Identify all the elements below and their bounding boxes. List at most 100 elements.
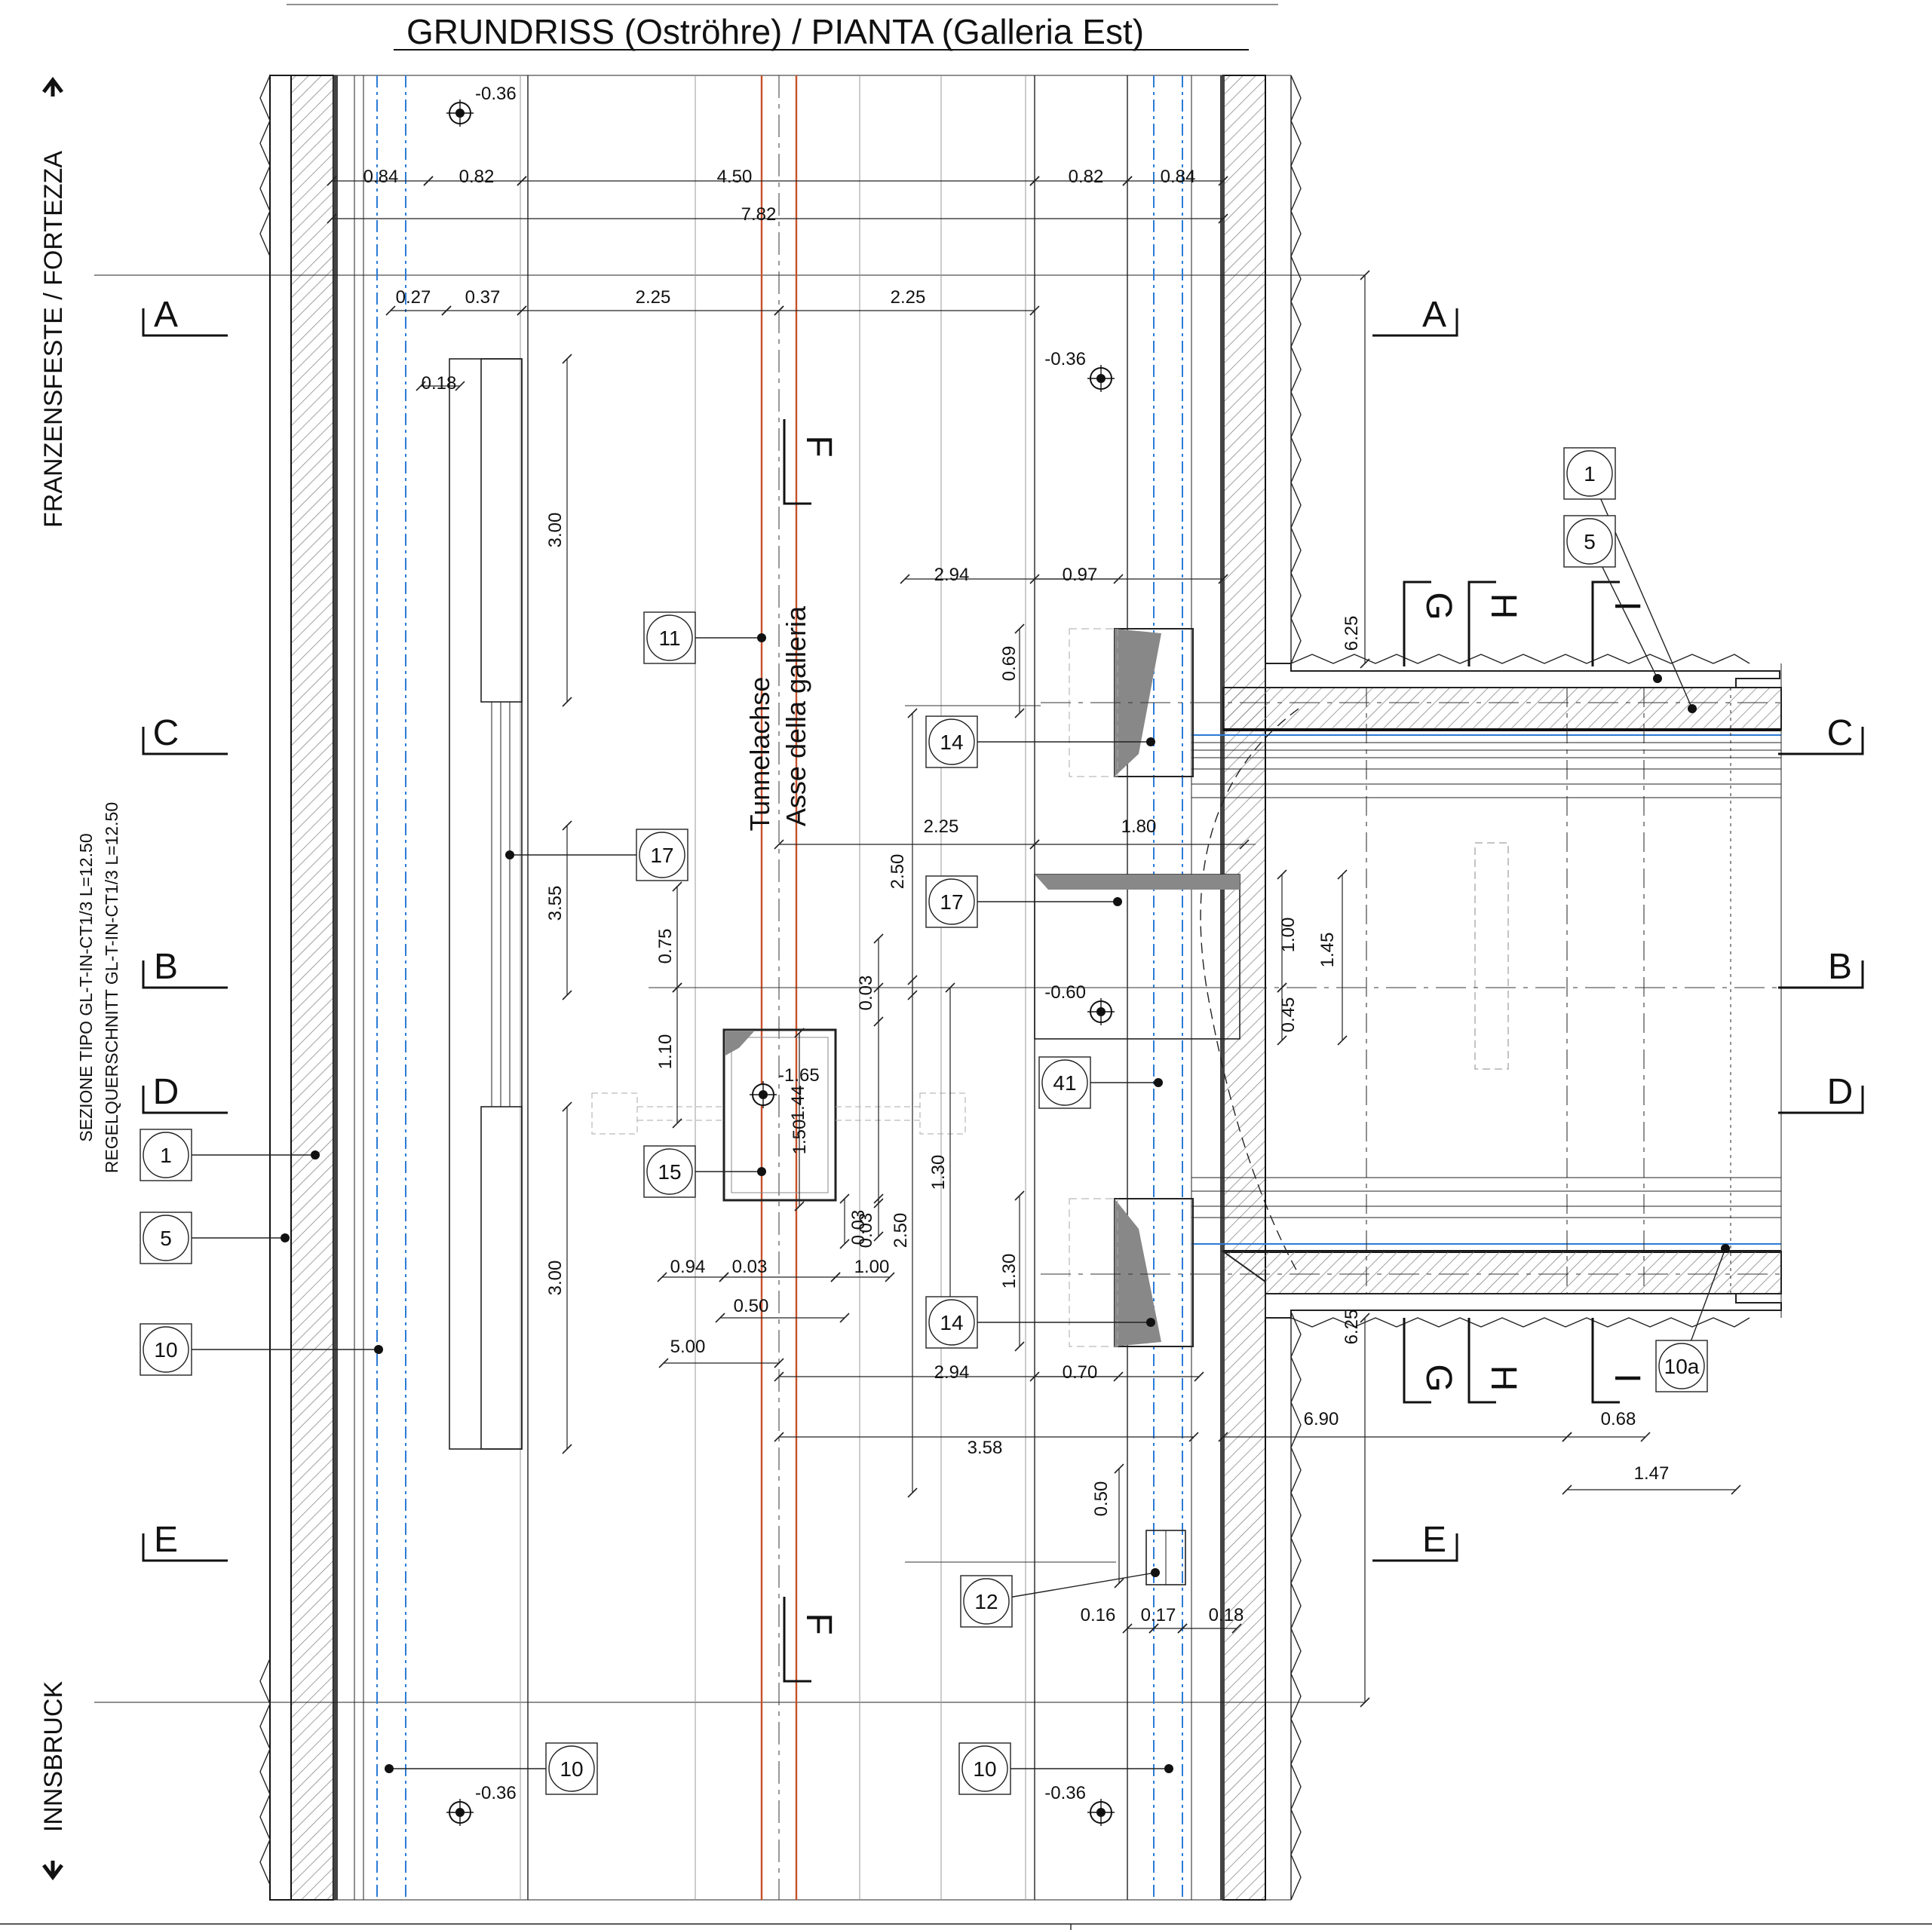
dimension-label: 0.50 bbox=[1091, 1481, 1112, 1517]
item-tag-17: 17 bbox=[505, 829, 688, 881]
item-tag-14: 14 bbox=[925, 715, 1155, 768]
cut-label: C bbox=[153, 713, 179, 753]
dimension-label: 6.90 bbox=[1304, 1409, 1339, 1429]
dimension-label: 0.18 bbox=[1209, 1605, 1244, 1625]
section-cut-A: A bbox=[1372, 295, 1458, 337]
dimension-2: 4.50 bbox=[517, 167, 1040, 187]
dimension-8: 2.25 bbox=[517, 287, 784, 316]
dimension-12: 3.55 bbox=[545, 820, 572, 1000]
cut-label: G bbox=[1418, 1364, 1458, 1392]
cross-passage bbox=[1191, 654, 1782, 1328]
level-label: -0.60 bbox=[1044, 982, 1086, 1003]
dimension-label: 0.69 bbox=[999, 646, 1020, 682]
dimension-label: 4.50 bbox=[717, 167, 753, 187]
tag-label: 1 bbox=[160, 1144, 172, 1167]
item-tag-15: 15 bbox=[643, 1145, 766, 1198]
section-cut-B: B bbox=[1778, 947, 1864, 989]
dimension-label: 0.17 bbox=[1141, 1605, 1176, 1625]
dimension-label: 0.75 bbox=[655, 929, 676, 964]
dimension-36: 0.45 bbox=[1277, 982, 1299, 1046]
level-marker: -0.36 bbox=[1044, 349, 1115, 392]
section-cut-I: I bbox=[1591, 1318, 1647, 1404]
dimension-30: 1.00 bbox=[830, 1257, 895, 1282]
dimension-31: 0.50 bbox=[715, 1296, 850, 1323]
item-tag-41: 41 bbox=[1038, 1056, 1163, 1109]
dimension-label: 0.03 bbox=[856, 976, 876, 1011]
dimension-37: 1.45 bbox=[1317, 869, 1348, 1046]
item-tag-5: 5 bbox=[140, 1212, 290, 1264]
dimension-label: 1.80 bbox=[1121, 816, 1157, 837]
dimension-11: 3.00 bbox=[545, 354, 572, 707]
section-cut-D: D bbox=[142, 1072, 228, 1114]
dimension-label: 2.25 bbox=[891, 287, 926, 308]
tunnel-axis-label-de: Tunnelachse bbox=[744, 677, 775, 832]
item-tag-10: 10 bbox=[140, 1323, 383, 1376]
dimension-label: 0.68 bbox=[1601, 1409, 1636, 1429]
dimension-label: 0.94 bbox=[670, 1257, 706, 1277]
dimension-label: 0.16 bbox=[1081, 1605, 1116, 1625]
tunnel-axis-label-it: Asse della galleria bbox=[780, 605, 811, 826]
section-cut-C: C bbox=[1778, 713, 1864, 755]
direction-south: INNSBRUCK bbox=[39, 1681, 68, 1833]
tag-label: 41 bbox=[1053, 1071, 1076, 1095]
dimension-label: 0.45 bbox=[1278, 997, 1299, 1033]
section-cut-E: E bbox=[1372, 1520, 1458, 1562]
dimension-7: 0.37 bbox=[441, 287, 527, 316]
tag-label: 11 bbox=[658, 626, 680, 650]
arrow-down-icon bbox=[42, 1861, 63, 1881]
cut-label: A bbox=[154, 295, 178, 335]
tag-label: 14 bbox=[940, 1311, 963, 1334]
item-tag-12: 12 bbox=[960, 1568, 1160, 1628]
dimension-label: 7.82 bbox=[741, 204, 777, 225]
item-tag-11: 11 bbox=[643, 611, 766, 664]
dimension-label: 0.03 bbox=[848, 1210, 869, 1245]
dimension-45: 1.47 bbox=[1562, 1463, 1741, 1495]
item-tag-1: 1 bbox=[1563, 447, 1697, 713]
dimension-33: 2.50 bbox=[891, 975, 918, 1498]
tag-label: 17 bbox=[650, 844, 673, 867]
dimension-38: 6.25 bbox=[1342, 270, 1370, 669]
level-marker: -0.36 bbox=[1044, 1783, 1115, 1826]
item-tag-14: 14 bbox=[925, 1296, 1155, 1349]
dimension-44: 0.68 bbox=[1562, 1409, 1651, 1442]
cut-label: D bbox=[153, 1072, 179, 1112]
dimension-label: 0.97 bbox=[1063, 565, 1098, 585]
dimension-32: 5.00 bbox=[658, 1337, 784, 1368]
dimension-49: 0.18 bbox=[1177, 1605, 1244, 1634]
dimension-label: 1.30 bbox=[999, 1254, 1020, 1289]
dimension-label: 1.10 bbox=[655, 1034, 676, 1070]
dimension-label: 0.84 bbox=[1161, 167, 1196, 187]
cut-label: F bbox=[799, 435, 839, 457]
section-cut-H: H bbox=[1467, 1318, 1523, 1404]
item-tag-5: 5 bbox=[1563, 515, 1662, 683]
dimension-label: 0.37 bbox=[465, 287, 501, 308]
section-cut-I: I bbox=[1591, 581, 1647, 666]
dimension-label: 6.25 bbox=[1342, 616, 1362, 651]
section-cut-D: D bbox=[1778, 1072, 1864, 1114]
section-cut-F: F bbox=[783, 419, 839, 505]
level-label: -0.36 bbox=[1044, 1783, 1086, 1803]
dimension-25: 0.03 bbox=[856, 933, 884, 1027]
dimension-9: 2.25 bbox=[774, 287, 1040, 316]
level-label: -0.36 bbox=[475, 84, 517, 104]
dimension-label: 0.50 bbox=[734, 1296, 769, 1316]
cut-label: F bbox=[799, 1613, 839, 1634]
page-title: GRUNDRISS (Oströhre) / PIANTA (Galleria … bbox=[406, 12, 1144, 51]
tag-label: 12 bbox=[974, 1590, 998, 1613]
cut-label: H bbox=[1483, 1365, 1523, 1392]
dimension-label: 0.82 bbox=[459, 167, 495, 187]
section-cut-F: F bbox=[783, 1597, 839, 1683]
tag-label: 14 bbox=[940, 731, 963, 754]
dimension-17: 1.30 bbox=[999, 1190, 1025, 1352]
level-marker: -0.36 bbox=[446, 84, 517, 127]
section-cut-G: G bbox=[1403, 1318, 1458, 1404]
cut-label: A bbox=[1422, 295, 1446, 335]
dimension-label: 1.47 bbox=[1634, 1463, 1670, 1484]
tag-label: 15 bbox=[658, 1160, 681, 1184]
dimension-43: 6.90 bbox=[1218, 1409, 1572, 1442]
dimension-0: 0.84 bbox=[327, 167, 434, 187]
niches bbox=[1034, 628, 1240, 1585]
left-bench bbox=[449, 358, 523, 1450]
item-tag-10a: 10a bbox=[1655, 1244, 1730, 1392]
dimension-label: 3.00 bbox=[545, 513, 566, 548]
